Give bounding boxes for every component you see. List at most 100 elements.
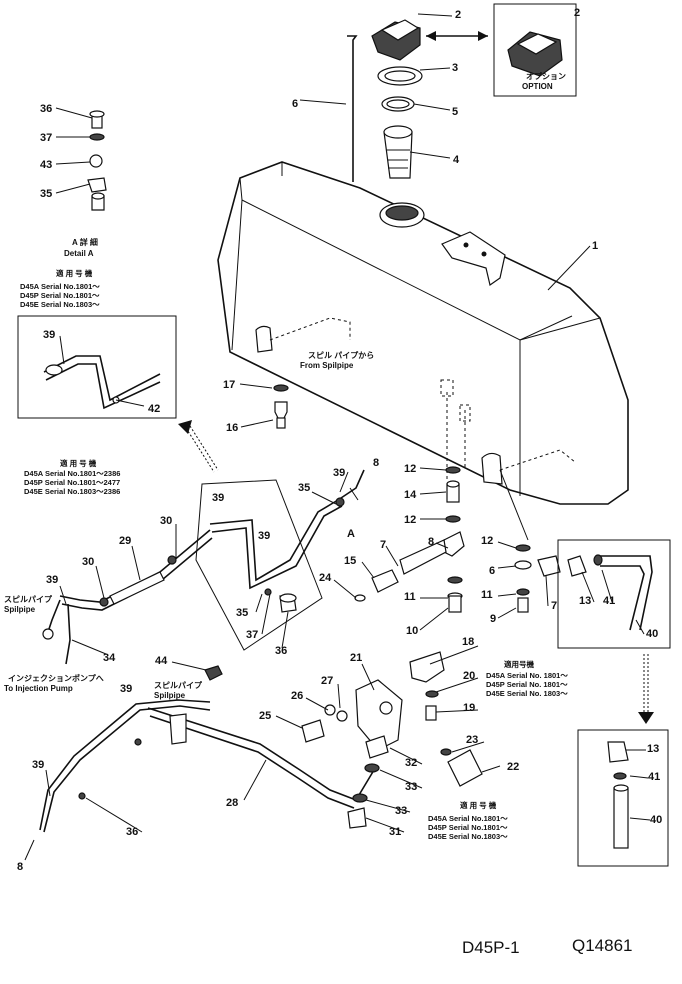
callout-c19: 19	[463, 702, 475, 714]
callout-cA: A	[347, 528, 355, 540]
hose-40b	[607, 741, 629, 849]
callout-c37a: 37	[40, 132, 52, 144]
callout-c39e: 39	[46, 574, 58, 586]
filler-cap-assembly	[347, 3, 577, 182]
detail-pipe-42	[43, 355, 161, 410]
serial-1-c: D45E Serial No.1803～	[20, 300, 100, 309]
spilpipe-jp-1: スピルパイプ	[4, 594, 53, 604]
footer-model: D45P-1	[462, 938, 520, 957]
callout-c23: 23	[466, 734, 478, 746]
callout-c39a: 39	[43, 329, 55, 341]
callout-c35a: 35	[40, 188, 52, 200]
callout-c7a: 7	[380, 539, 386, 551]
callout-c12b: 12	[404, 514, 416, 526]
callout-c30b: 30	[82, 556, 94, 568]
hatched-arrow-2	[638, 654, 654, 724]
center-fittings	[354, 466, 561, 613]
callout-c18: 18	[462, 636, 474, 648]
callout-c35c: 35	[236, 607, 248, 619]
callout-c15: 15	[344, 555, 356, 567]
pipe-group-outline	[195, 479, 323, 651]
callout-c2a: 2	[455, 9, 461, 21]
callout-c39d: 39	[258, 530, 270, 542]
hatched-arrow-1	[178, 420, 219, 473]
callout-c39b: 39	[333, 467, 345, 479]
callout-c34: 34	[103, 652, 116, 664]
callout-c29: 29	[119, 535, 131, 547]
callout-c44: 44	[155, 655, 168, 667]
serial-3-b: D45P Serial No. 1801～	[486, 680, 568, 689]
callout-c31: 31	[389, 826, 401, 838]
leader-lines	[24, 13, 651, 861]
to-pump-jp: インジェクションポンプへ	[8, 673, 104, 683]
spilpipe-jp-2: スピルパイプ	[154, 680, 203, 690]
serial-header-3: 適用号機	[504, 659, 534, 669]
spill-pipes-lower	[39, 665, 375, 833]
option-label-jp: オプション	[526, 71, 566, 81]
callout-c36c: 36	[126, 826, 138, 838]
callout-c37b: 37	[246, 629, 258, 641]
callout-c8a: 8	[373, 457, 379, 469]
callout-c33b: 33	[395, 805, 407, 817]
serial-4-b: D45P Serial No.1801～	[428, 823, 508, 832]
callout-c4: 4	[453, 154, 460, 166]
callout-c26: 26	[291, 690, 303, 702]
detail-label-jp: A 詳 細	[72, 237, 98, 247]
detail-box-42	[17, 315, 177, 419]
serial-3-a: D45A Serial No. 1801～	[486, 671, 568, 680]
spilpipe-en-1: Spilpipe	[4, 605, 36, 614]
callout-c20: 20	[463, 670, 475, 682]
callout-c10: 10	[406, 625, 418, 637]
callout-c3: 3	[452, 62, 458, 74]
text-labels: オプション OPTION A 詳 細 Detail A 適 用 号 機 D45A…	[4, 71, 633, 957]
serial-2-c: D45E Serial No.1803～2386	[24, 487, 120, 496]
from-spilpipe-jp: スピル パイプから	[308, 350, 374, 360]
callout-c9: 9	[490, 613, 496, 625]
footer-code: Q14861	[572, 936, 633, 955]
callout-c41a: 41	[603, 595, 615, 607]
option-label-en: OPTION	[522, 82, 553, 91]
serial-1-a: D45A Serial No.1801～	[20, 282, 100, 291]
callout-c39f: 39	[120, 683, 132, 695]
fuel-tank	[217, 161, 629, 505]
serial-4-a: D45A Serial No.1801～	[428, 814, 508, 823]
callout-c28: 28	[226, 797, 238, 809]
callout-c13b: 13	[647, 743, 659, 755]
callout-c13a: 13	[579, 595, 591, 607]
callout-c1: 1	[592, 240, 598, 252]
to-pump-en: To Injection Pump	[4, 684, 73, 693]
callout-c35b: 35	[298, 482, 310, 494]
callout-c11b: 11	[481, 589, 493, 601]
callout-c33a: 33	[405, 781, 417, 793]
filter-assembly	[301, 651, 483, 829]
callout-c42: 42	[148, 403, 160, 415]
callout-c22: 22	[507, 761, 519, 773]
callout-c30a: 30	[160, 515, 172, 527]
callout-c16: 16	[226, 422, 238, 434]
callout-c39g: 39	[32, 759, 44, 771]
callout-c36a: 36	[40, 103, 52, 115]
callout-c36b: 36	[275, 645, 287, 657]
callout-c43: 43	[40, 159, 52, 171]
serial-2-a: D45A Serial No.1801～2386	[24, 469, 120, 478]
callout-c41b: 41	[648, 771, 660, 783]
callout-c17: 17	[223, 379, 235, 391]
detail-box-40a	[557, 539, 671, 649]
callout-c12a: 12	[404, 463, 416, 475]
callout-c7b: 7	[551, 600, 557, 612]
from-spilpipe-en: From Spilpipe	[300, 361, 354, 370]
serial-header-4: 適 用 号 機	[460, 800, 497, 810]
serial-3-c: D45E Serial No. 1803～	[486, 689, 568, 698]
callout-c27: 27	[321, 675, 333, 687]
callout-c39c: 39	[212, 492, 224, 504]
serial-1-b: D45P Serial No.1801～	[20, 291, 100, 300]
detail-a-parts	[87, 110, 107, 211]
callout-c32: 32	[405, 757, 417, 769]
detail-box-40b	[577, 729, 669, 867]
hose-40a	[567, 554, 653, 631]
callout-c25: 25	[259, 710, 271, 722]
serial-4-c: D45E Serial No.1803～	[428, 832, 508, 841]
serial-header-1: 適 用 号 機	[56, 268, 93, 278]
callout-c6b: 6	[489, 565, 495, 577]
